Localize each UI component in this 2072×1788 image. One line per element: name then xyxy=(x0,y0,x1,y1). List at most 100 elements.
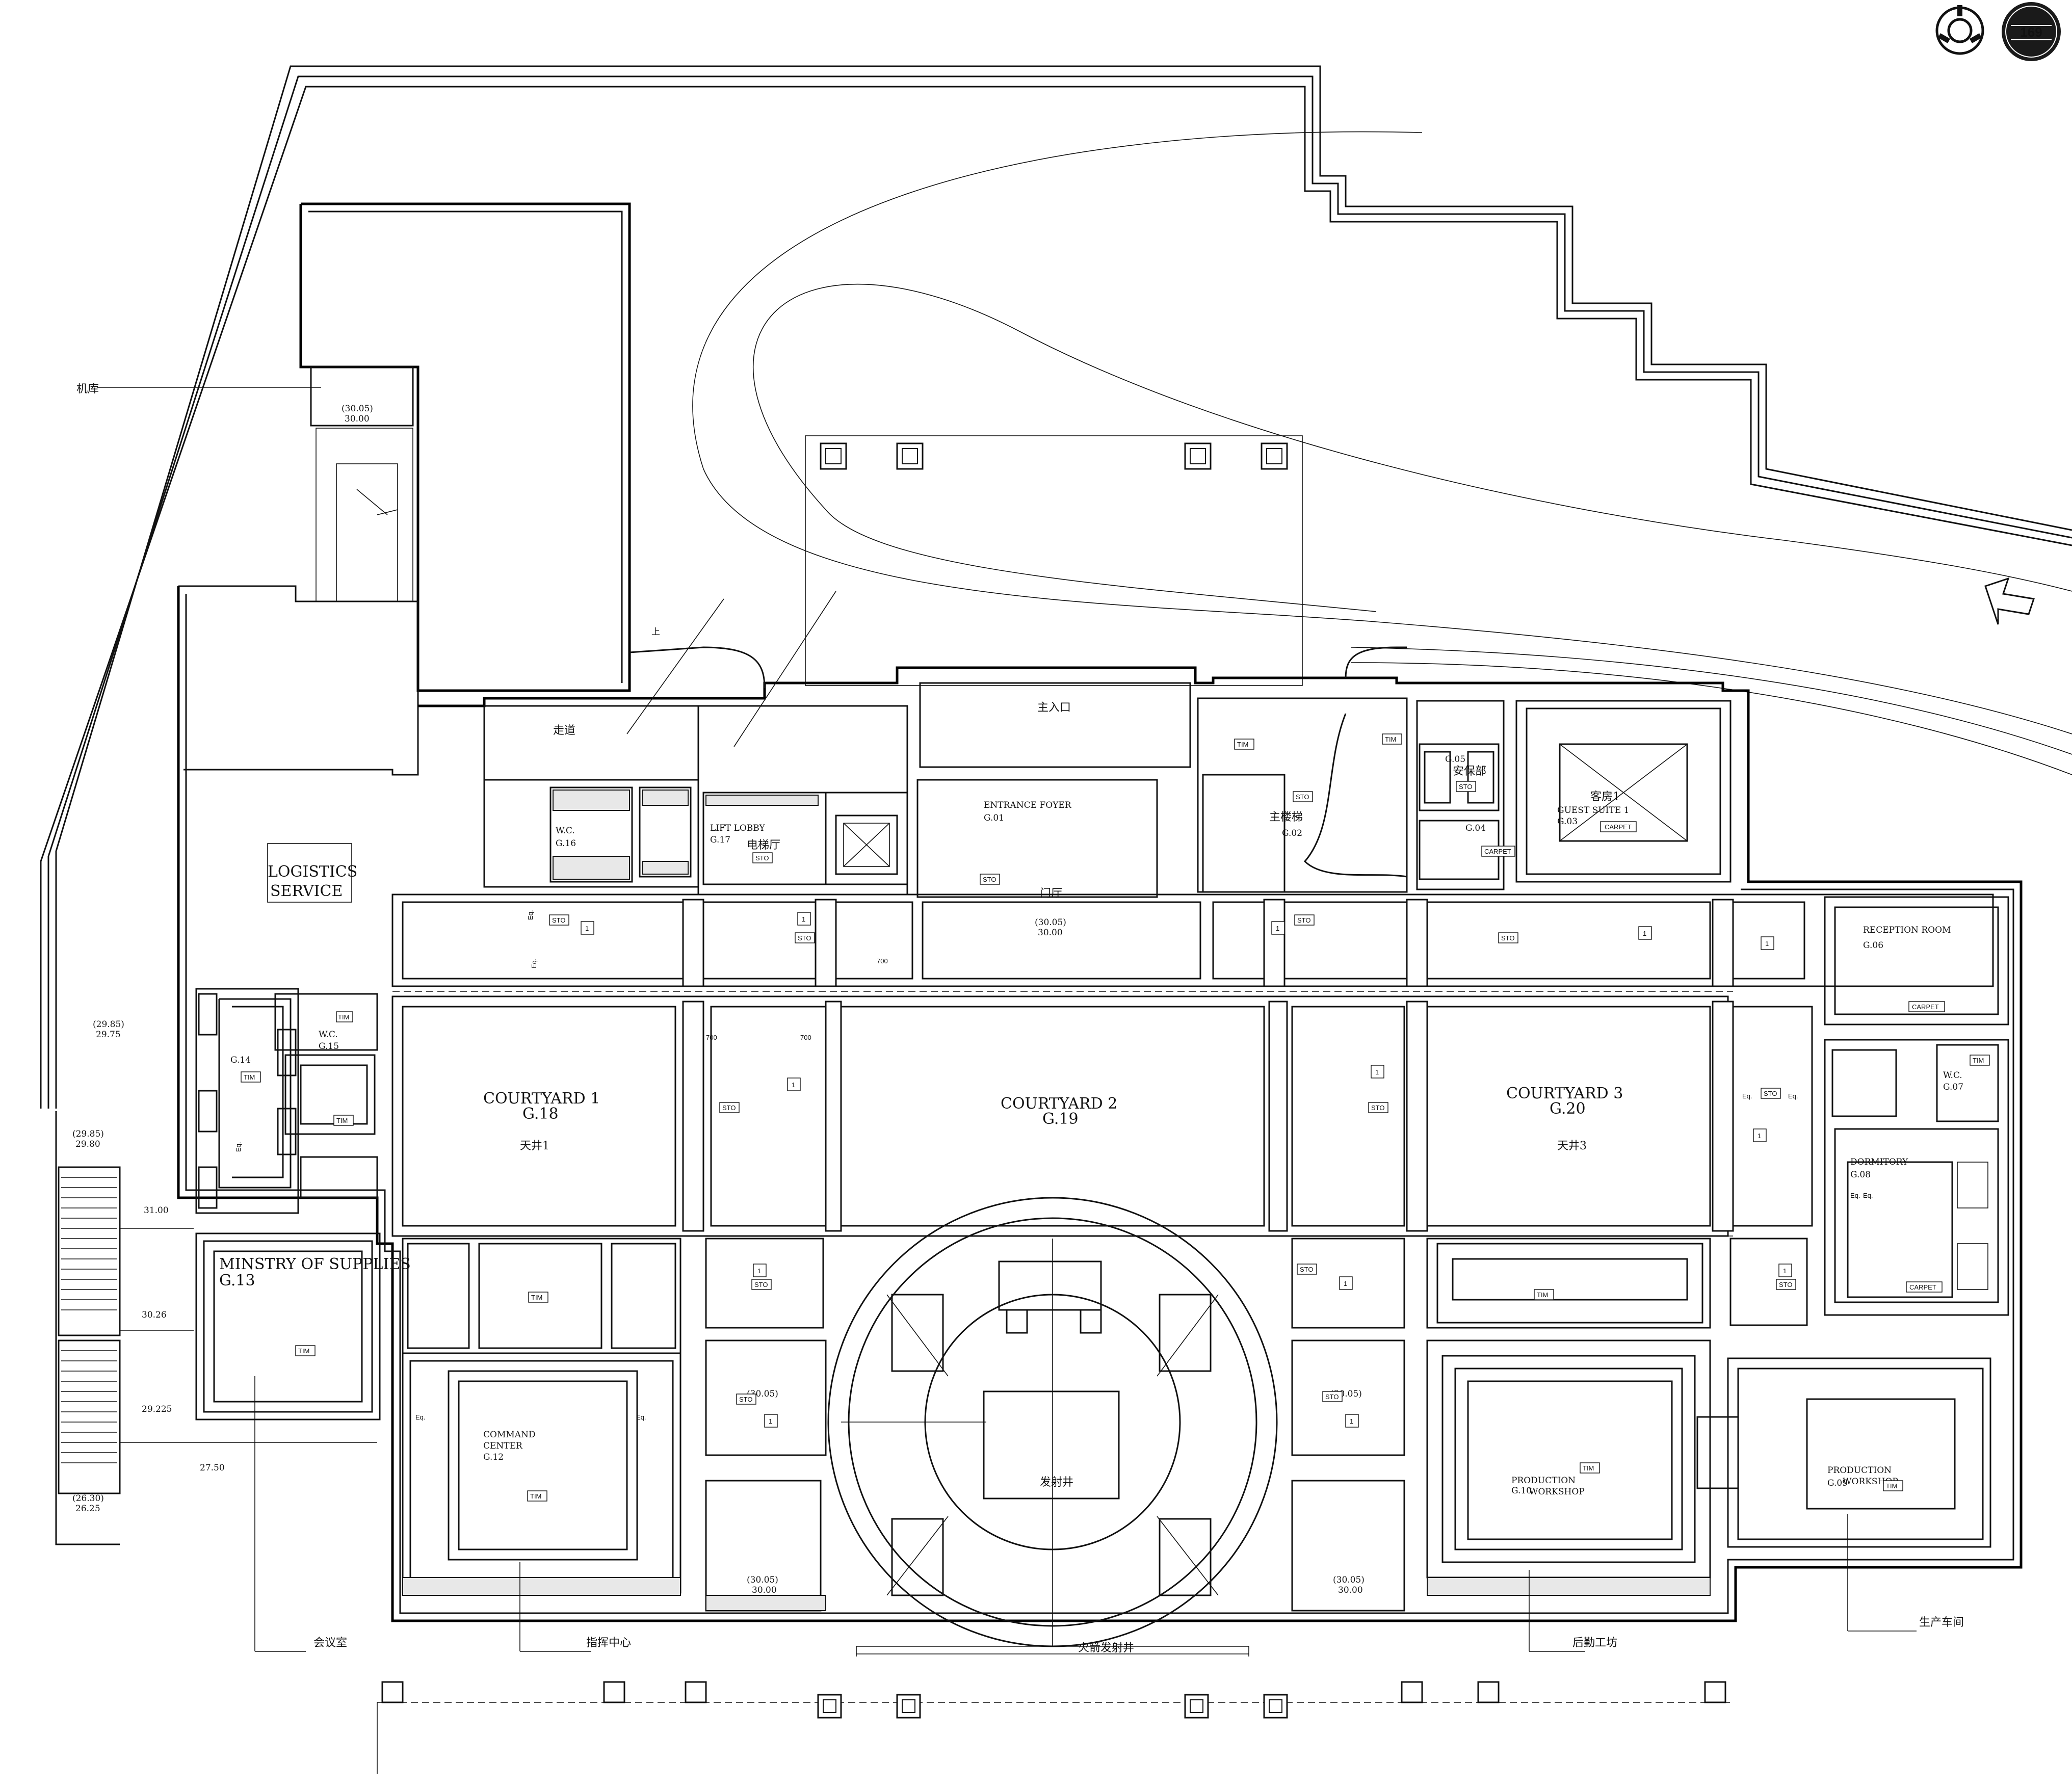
wc-g16-label: W.C. xyxy=(556,826,575,836)
tag-tim: TIM xyxy=(1580,1462,1600,1474)
tag-sto: STO xyxy=(1368,1102,1388,1113)
tag-sto: STO xyxy=(752,852,773,863)
svg-text:TIM: TIM xyxy=(1537,1291,1548,1299)
logistics-line1: LOGISTICS xyxy=(268,863,357,881)
svg-text:1: 1 xyxy=(802,915,805,923)
ministry-label: MINSTRY OF SUPPLIES xyxy=(219,1255,411,1273)
ministry-code: G.13 xyxy=(219,1272,255,1290)
tag-one: 1 xyxy=(787,1077,801,1091)
production1-line1: PRODUCTION xyxy=(1511,1476,1576,1486)
svg-text:STO: STO xyxy=(1764,1090,1777,1097)
building-walls xyxy=(177,586,2023,1622)
tag-sto: STO xyxy=(549,914,569,926)
courtyard1-cn: 天井1 xyxy=(520,1140,549,1152)
tag-tim: TIM xyxy=(336,1011,353,1022)
wc-g15-label: W.C. xyxy=(319,1030,338,1040)
svg-text:STO: STO xyxy=(1297,916,1311,924)
dim-700: 700 xyxy=(877,957,888,965)
level-2625: 26.25 xyxy=(75,1504,100,1514)
logistics-workshop-callout: 后勤工坊 xyxy=(1572,1637,1617,1649)
tag-one: 1 xyxy=(1339,1276,1353,1290)
tag-sto: STO xyxy=(1498,932,1518,943)
main-stair-label: 主楼梯 xyxy=(1269,811,1303,824)
room-labels: 机库 走道 主入口 LOGISTICS SERVICE W.C. G.16 LI… xyxy=(76,383,1963,1497)
courtyards xyxy=(391,899,2009,1316)
tag-one: 1 xyxy=(1753,1128,1767,1142)
tag-tim: TIM xyxy=(1883,1480,1903,1491)
level-2985-a: (29.85) xyxy=(93,1019,124,1030)
eq-mark: Eq. xyxy=(415,1413,426,1421)
production-workshop-callout: 生产车间 xyxy=(1919,1616,1964,1629)
dim-700: 700 xyxy=(706,1034,717,1041)
launch-shaft xyxy=(827,1197,1278,1647)
south-portico xyxy=(377,1646,1733,1774)
eq-mark: Eq. xyxy=(1788,1092,1798,1100)
g14-code: G.14 xyxy=(230,1055,251,1065)
tag-one: 1 xyxy=(753,1264,767,1277)
svg-text:CARPET: CARPET xyxy=(1912,1003,1939,1011)
entrance-foyer-cn: 门厅 xyxy=(1040,887,1062,900)
launch-shaft-label: 发射井 xyxy=(1040,1476,1073,1489)
driveway xyxy=(692,131,2072,775)
svg-text:1: 1 xyxy=(792,1081,795,1089)
command-line2: CENTER xyxy=(483,1441,523,1451)
level-2980: 29.80 xyxy=(75,1139,100,1149)
lift-lobby-code: G.17 xyxy=(710,835,730,845)
production2-code: G.09 xyxy=(1827,1478,1848,1488)
level-3000-annex: 30.00 xyxy=(345,414,370,424)
meeting-room-callout: 会议室 xyxy=(313,1637,347,1649)
tag-one: 1 xyxy=(581,921,594,935)
tag-sto: STO xyxy=(736,1393,756,1405)
level-3000-s2: 30.00 xyxy=(1338,1585,1363,1595)
level-2630: (26.30) xyxy=(72,1493,104,1504)
production2-line1: PRODUCTION xyxy=(1827,1465,1892,1476)
svg-text:TIM: TIM xyxy=(244,1073,255,1081)
production1-code: G.10 xyxy=(1511,1486,1532,1496)
badges: 169 xyxy=(1935,2,2061,61)
tag-sto: STO xyxy=(1761,1088,1781,1099)
courtyard1-code: G.18 xyxy=(522,1105,559,1123)
svg-text:1: 1 xyxy=(1375,1068,1379,1076)
svg-text:STO: STO xyxy=(722,1104,736,1112)
svg-text:CARPET: CARPET xyxy=(1605,823,1632,831)
corridor-label: 走道 xyxy=(553,724,575,737)
west-stairs xyxy=(55,1111,377,1545)
tag-tim: TIM xyxy=(333,1115,354,1126)
scp-logo xyxy=(1935,5,1984,55)
tag-one: 1 xyxy=(1761,936,1774,950)
level-3005-s1: (30.05) xyxy=(747,1575,778,1585)
svg-text:TIM: TIM xyxy=(338,1013,349,1021)
level-3000-s1: 30.00 xyxy=(752,1585,777,1595)
main-entrance-label: 主入口 xyxy=(1037,701,1071,714)
tag-carpet: CARPET xyxy=(1908,1001,1945,1012)
guest-suite-cn: 客房1 xyxy=(1590,791,1620,803)
rocket-shaft-callout: 火箭发射井 xyxy=(1078,1642,1134,1654)
svg-text:TIM: TIM xyxy=(530,1492,541,1500)
level-2975: 29.75 xyxy=(96,1030,121,1040)
svg-text:STO: STO xyxy=(1300,1266,1314,1273)
dormitory-label: DORMITORY xyxy=(1850,1157,1908,1167)
eq-mark: Eq. xyxy=(636,1413,646,1421)
tag-carpet: CARPET xyxy=(1481,846,1515,857)
svg-text:TIM: TIM xyxy=(1583,1464,1594,1472)
tag-one: 1 xyxy=(1345,1414,1359,1428)
tag-tim: TIM xyxy=(527,1490,547,1502)
svg-text:1: 1 xyxy=(585,925,589,932)
level-2985-b: (29.85) xyxy=(72,1129,104,1139)
eq-mark: Eq. xyxy=(530,958,538,968)
svg-text:STO: STO xyxy=(755,854,769,862)
tag-tim: TIM xyxy=(1534,1289,1554,1300)
reception-code: G.06 xyxy=(1863,940,1883,951)
security-label: 安保部 xyxy=(1453,765,1486,778)
svg-text:TIM: TIM xyxy=(336,1117,348,1124)
tag-one: 1 xyxy=(1271,921,1285,935)
tag-sto: STO xyxy=(751,1279,772,1290)
courtyard3-cn: 天井3 xyxy=(1557,1140,1587,1152)
g04-code: G.04 xyxy=(1465,823,1486,833)
svg-text:1: 1 xyxy=(769,1417,772,1425)
svg-text:TIM: TIM xyxy=(1973,1057,1984,1064)
west-rooms xyxy=(195,988,378,1214)
entrance-canopy xyxy=(805,435,1303,686)
courtyard3-code: G.20 xyxy=(1550,1100,1586,1118)
up-mark: 上 xyxy=(651,627,660,637)
